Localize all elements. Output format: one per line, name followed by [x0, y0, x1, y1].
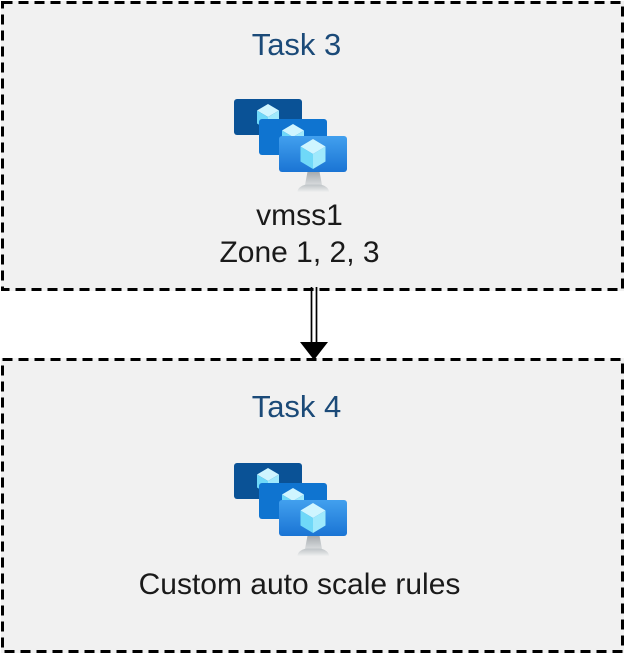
task4-label: Custom auto scale rules: [0, 566, 611, 603]
task3-label: vmss1 Zone 1, 2, 3: [0, 197, 611, 271]
vmss-icon: [234, 463, 347, 556]
task3-title: Task 3: [251, 27, 342, 62]
autoscale-rules-text: Custom auto scale rules: [138, 568, 461, 601]
vmss-name-text: vmss1: [256, 199, 343, 232]
task3-box: Task 3 vmss1 Zone 1, 2, 3: [1, 1, 624, 291]
task4-title: Task 4: [251, 389, 342, 424]
down-arrow-icon: [300, 287, 328, 360]
task4-box: Task 4 Custom auto scale rules: [1, 358, 624, 653]
zones-text: Zone 1, 2, 3: [219, 236, 380, 269]
vmss-icon: [234, 99, 347, 192]
